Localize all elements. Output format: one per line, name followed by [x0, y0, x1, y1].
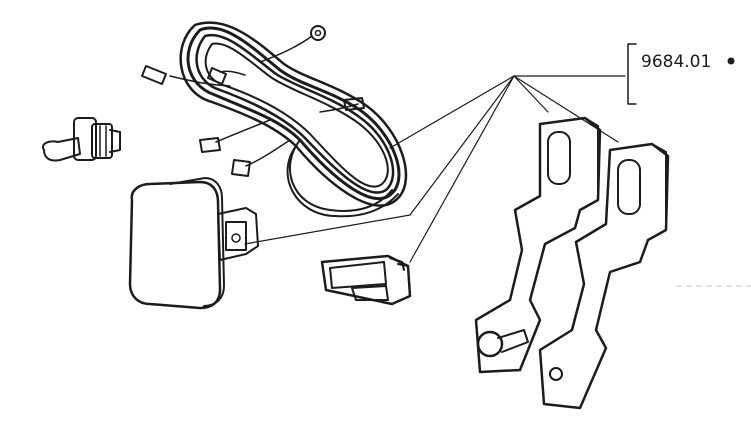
mounting-bracket-front: [538, 142, 670, 410]
toggle-switch: [42, 117, 121, 162]
mounting-bracket-rear: [474, 116, 602, 374]
part-number-label: 9684.01: [641, 52, 711, 72]
rocker-switch: [320, 254, 412, 306]
part-number-callout: 9684.01: [627, 43, 735, 105]
leader-lines: [244, 75, 626, 263]
wiring-harness: [141, 21, 408, 218]
bullet-dot-icon: [727, 57, 735, 65]
lamp-housing: [128, 177, 259, 310]
